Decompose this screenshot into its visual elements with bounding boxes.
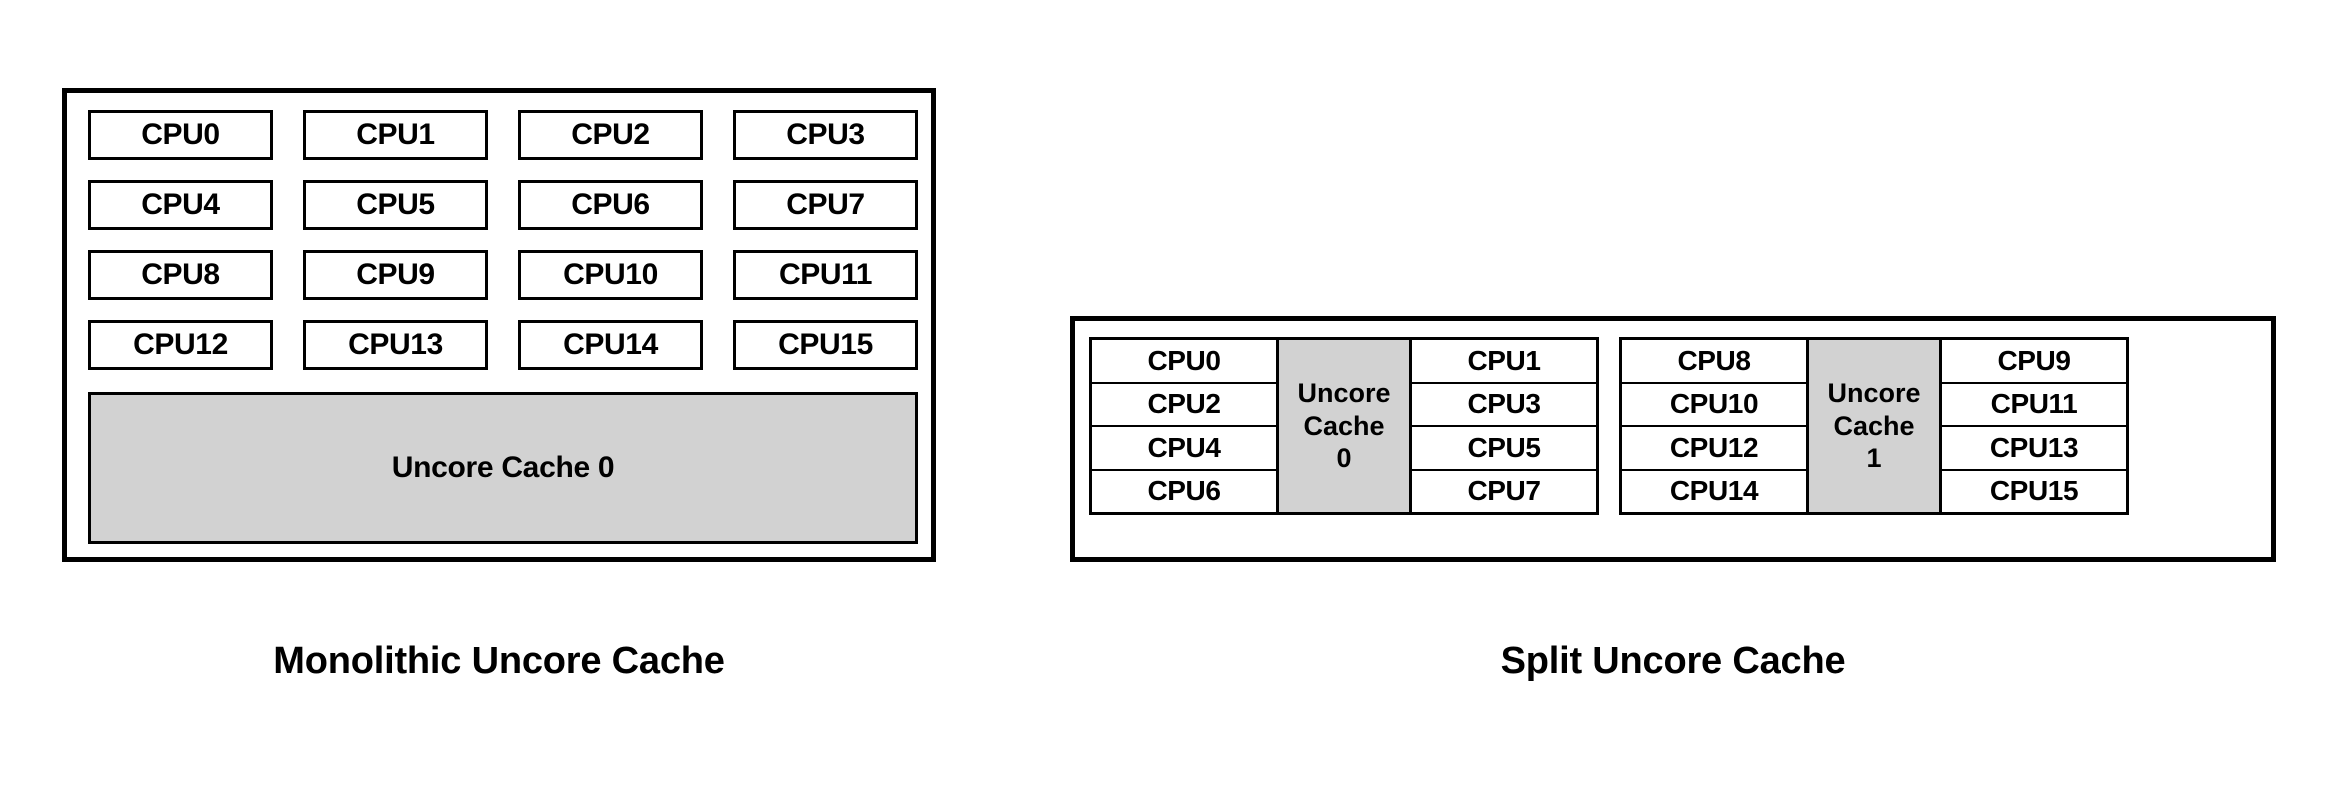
cpu-box: CPU9 (1942, 340, 2126, 384)
monolithic-content: CPU0 CPU1 CPU2 CPU3 CPU4 CPU5 CPU6 CPU7 … (88, 110, 918, 550)
split-cluster-1: CPU8 CPU10 CPU12 CPU14 Uncore Cache 1 CP… (1619, 337, 2129, 515)
cpu-box: CPU7 (1412, 470, 1596, 512)
uncore-cache-line-1: Uncore (1827, 377, 1921, 408)
cpu-box: CPU15 (1942, 470, 2126, 512)
monolithic-caption: Monolithic Uncore Cache (273, 640, 725, 682)
split-content: CPU0 CPU2 CPU4 CPU6 Uncore Cache 0 CPU1 … (1089, 337, 2129, 515)
cpu-box: CPU12 (88, 320, 273, 370)
cpu-box: CPU13 (303, 320, 488, 370)
cpu-box: CPU15 (733, 320, 918, 370)
monolithic-cpu-grid: CPU0 CPU1 CPU2 CPU3 CPU4 CPU5 CPU6 CPU7 … (88, 110, 918, 370)
cpu-box: CPU14 (1622, 470, 1806, 512)
split-cluster-0: CPU0 CPU2 CPU4 CPU6 Uncore Cache 0 CPU1 … (1089, 337, 1599, 515)
cpu-box: CPU12 (1622, 427, 1806, 471)
cpu-box: CPU8 (88, 250, 273, 300)
cpu-box: CPU9 (303, 250, 488, 300)
cpu-box: CPU8 (1622, 340, 1806, 384)
cpu-box: CPU4 (88, 180, 273, 230)
uncore-cache-line-1: Uncore (1297, 377, 1391, 408)
cpu-box: CPU11 (733, 250, 918, 300)
cpu-box: CPU3 (733, 110, 918, 160)
cluster-1-left-column: CPU8 CPU10 CPU12 CPU14 (1622, 340, 1806, 512)
uncore-cache-block: Uncore Cache 0 (88, 392, 918, 544)
cpu-box: CPU0 (1092, 340, 1276, 384)
cpu-box: CPU11 (1942, 383, 2126, 427)
cpu-box: CPU10 (1622, 383, 1806, 427)
cluster-1-right-column: CPU9 CPU11 CPU13 CPU15 (1942, 340, 2126, 512)
cpu-box: CPU6 (518, 180, 703, 230)
cpu-box: CPU2 (1092, 383, 1276, 427)
uncore-cache-block-1: Uncore Cache 1 (1806, 340, 1942, 512)
cpu-box: CPU3 (1412, 383, 1596, 427)
uncore-cache-line-3: 0 (1336, 443, 1352, 474)
cpu-box: CPU6 (1092, 470, 1276, 512)
cpu-box: CPU1 (303, 110, 488, 160)
cpu-box: CPU10 (518, 250, 703, 300)
cluster-0-right-column: CPU1 CPU3 CPU5 CPU7 (1412, 340, 1596, 512)
split-caption: Split Uncore Cache (1500, 640, 1846, 682)
cpu-box: CPU1 (1412, 340, 1596, 384)
cpu-box: CPU4 (1092, 427, 1276, 471)
cluster-0-left-column: CPU0 CPU2 CPU4 CPU6 (1092, 340, 1276, 512)
split-package-outline: CPU0 CPU2 CPU4 CPU6 Uncore Cache 0 CPU1 … (1070, 316, 2276, 562)
uncore-cache-line-2: Cache (1833, 410, 1915, 441)
uncore-cache-block-0: Uncore Cache 0 (1276, 340, 1412, 512)
cpu-box: CPU5 (1412, 427, 1596, 471)
uncore-cache-line-3: 1 (1866, 443, 1882, 474)
uncore-cache-line-2: Cache (1303, 410, 1385, 441)
cpu-box: CPU13 (1942, 427, 2126, 471)
cpu-box: CPU2 (518, 110, 703, 160)
cpu-box: CPU5 (303, 180, 488, 230)
cpu-box: CPU7 (733, 180, 918, 230)
cpu-box: CPU0 (88, 110, 273, 160)
monolithic-package-outline: CPU0 CPU1 CPU2 CPU3 CPU4 CPU5 CPU6 CPU7 … (62, 88, 936, 562)
cpu-box: CPU14 (518, 320, 703, 370)
